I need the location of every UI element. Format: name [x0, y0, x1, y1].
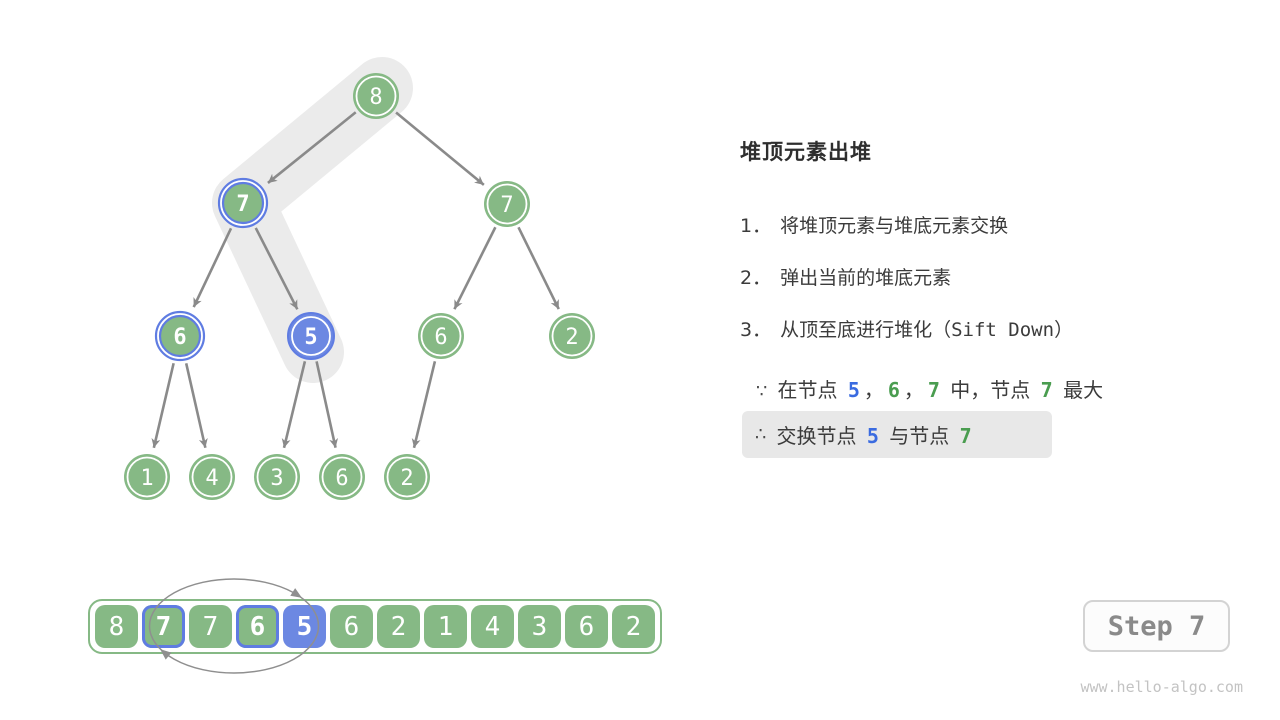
array-cell-10: 6: [565, 605, 608, 648]
swap-arrowhead: [290, 588, 302, 598]
tree-edge: [267, 111, 357, 184]
tree-edge: [184, 363, 208, 449]
text-segment: 5: [866, 424, 879, 448]
array-cell-4: 5: [283, 605, 326, 648]
node-value: 8: [369, 85, 382, 110]
tree-node-3-value-6: 6: [154, 310, 206, 362]
step-item: 3． 从顶至底进行堆化（Sift Down）: [740, 316, 1073, 344]
tree-edge: [517, 226, 560, 310]
step-number: 2．: [740, 267, 772, 289]
tree-node-8-value-4: 4: [189, 454, 235, 500]
node-value: 5: [304, 325, 317, 350]
tree-node-2-value-7: 7: [484, 181, 530, 227]
array-cell-6: 2: [377, 605, 420, 648]
text-segment: 最大: [1056, 378, 1104, 402]
node-value: 6: [335, 466, 348, 491]
therefore-symbol: ∴: [755, 424, 767, 445]
text-segment: 将堆顶元素与堆底元素交换: [780, 215, 1009, 237]
watermark: www.hello-algo.com: [1080, 678, 1243, 696]
tree-node-4-value-5: 5: [287, 312, 335, 360]
text-segment: ，: [903, 378, 924, 402]
array-cell-7: 1: [424, 605, 467, 648]
array-cell-2: 7: [189, 605, 232, 648]
explanation-panel: 堆顶元素出堆 1． 将堆顶元素与堆底元素交换 2． 弹出当前的堆底元素 3． 从顶至底进行…: [740, 136, 1270, 458]
tree-edge: [192, 227, 233, 308]
text-segment: 从顶至底进行堆化（: [780, 319, 952, 341]
node-value: 2: [400, 466, 413, 491]
because-symbol: ∵: [756, 381, 768, 402]
step-item: 1． 将堆顶元素与堆底元素交换: [740, 212, 1073, 240]
because-text: 在节点 5，6，7 中，节点 7 最大: [777, 378, 1103, 402]
node-value: 2: [565, 325, 578, 350]
text-segment: 5: [847, 378, 860, 402]
tree-edge: [315, 361, 339, 448]
array-cell-11: 2: [612, 605, 655, 648]
tree-edge: [395, 111, 485, 186]
node-value: 7: [236, 192, 249, 217]
text-segment: 中，节点: [943, 378, 1037, 402]
tree-edge: [254, 227, 299, 310]
tree-node-11-value-2: 2: [384, 454, 430, 500]
text-segment: 7: [1040, 378, 1053, 402]
text-segment: 与节点: [882, 424, 956, 448]
text-segment: 7: [927, 378, 940, 402]
array-cell-0: 8: [95, 605, 138, 648]
array-cell-1: 7: [142, 605, 185, 648]
tree-node-5-value-6: 6: [418, 313, 464, 359]
node-value: 4: [205, 466, 218, 491]
array-cell-3: 6: [236, 605, 279, 648]
array-cell-5: 6: [330, 605, 373, 648]
tree-edge: [453, 226, 497, 310]
therefore-box: ∴ 交换节点 5 与节点 7: [742, 411, 1052, 458]
text-segment: 交换节点: [776, 424, 863, 448]
step-number: 3．: [740, 319, 772, 341]
tree-edge: [281, 360, 307, 449]
text-segment: ，: [863, 378, 884, 402]
text-segment: ）: [1054, 319, 1074, 341]
tree-node-0-value-8: 8: [353, 73, 399, 119]
therefore-text: 交换节点 5 与节点 7: [776, 420, 975, 449]
tree-node-10-value-6: 6: [319, 454, 365, 500]
text-segment: 7: [959, 424, 972, 448]
array-cell-8: 4: [471, 605, 514, 648]
tree-node-7-value-1: 1: [124, 454, 170, 500]
tree-edge: [411, 360, 437, 449]
text-segment: 6: [887, 378, 900, 402]
node-value: 1: [140, 466, 153, 491]
step-badge: Step 7: [1083, 600, 1230, 652]
tree-edge: [151, 362, 175, 449]
step-list: 1． 将堆顶元素与堆底元素交换 2． 弹出当前的堆底元素 3． 从顶至底进行堆化（Sift…: [740, 212, 1073, 368]
node-value: 6: [434, 325, 447, 350]
array-cell-9: 3: [518, 605, 561, 648]
heap-tree-svg: 8 7 7 6 5 6 2 1 4 3 6 2: [124, 57, 595, 500]
tree-node-6-value-2: 2: [549, 313, 595, 359]
text-segment: 弹出当前的堆底元素: [780, 267, 952, 289]
panel-title: 堆顶元素出堆: [740, 140, 872, 164]
text-segment: 在节点: [777, 378, 844, 402]
tree-node-9-value-3: 3: [254, 454, 300, 500]
step-number: 1．: [740, 215, 772, 237]
text-segment: Sift Down: [951, 319, 1055, 341]
tree-node-1-value-7: 7: [217, 177, 269, 229]
node-value: 6: [173, 325, 186, 350]
step-item: 2． 弹出当前的堆底元素: [740, 264, 1073, 292]
node-value: 7: [500, 193, 513, 218]
node-value: 3: [270, 466, 283, 491]
because-line: ∵在节点 5，6，7 中，节点 7 最大: [756, 376, 1103, 406]
